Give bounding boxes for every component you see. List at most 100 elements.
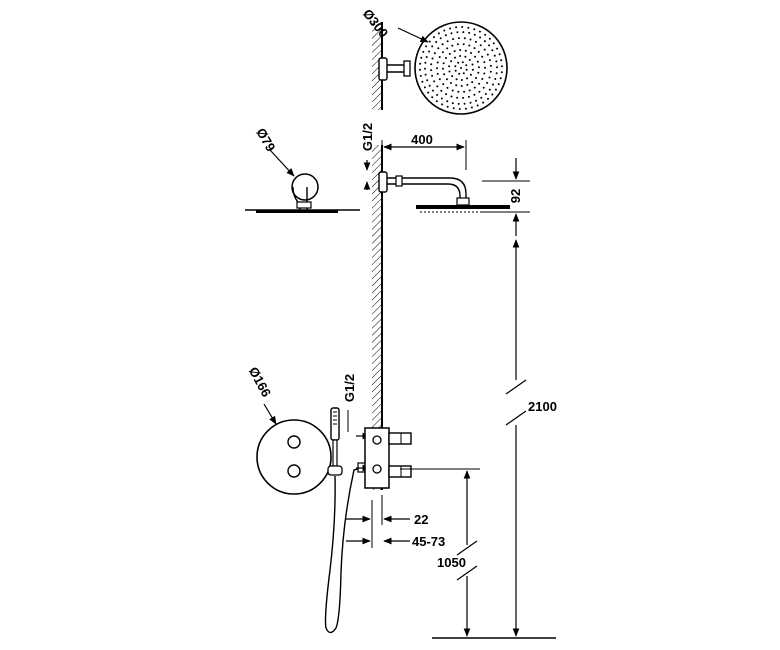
- arm-drop-label: 92: [508, 189, 523, 203]
- nozzle-dot: [435, 41, 438, 43]
- nozzle-dot: [457, 61, 460, 64]
- head-wall-flange: [378, 57, 388, 81]
- nozzle-dot: [459, 55, 462, 57]
- nozzle-dot: [419, 68, 421, 71]
- rain-head-nozzles: [419, 26, 503, 110]
- nozzle-dot: [463, 102, 466, 105]
- nozzle-dot: [455, 84, 458, 87]
- nozzle-dot: [435, 100, 438, 103]
- arm-flange-diameter-label: Ø79: [253, 125, 278, 154]
- nozzle-dot: [456, 96, 459, 99]
- nozzle-dot: [475, 99, 478, 102]
- nozzle-dot: [428, 84, 431, 87]
- nozzle-dot: [441, 43, 444, 46]
- nozzle-dot: [462, 96, 465, 99]
- nozzle-dot: [457, 90, 460, 93]
- nozzle-dot: [431, 74, 434, 77]
- nozzle-dot: [493, 54, 496, 57]
- nozzle-dot: [446, 40, 449, 43]
- nozzle-dot: [474, 40, 477, 43]
- nozzle-dot: [457, 102, 460, 105]
- nozzle-dot: [483, 40, 486, 43]
- nozzle-dot: [440, 97, 443, 100]
- nozzle-dot: [464, 49, 467, 52]
- nozzle-dot: [451, 44, 454, 47]
- recess-depth-label: 45-73: [412, 534, 445, 549]
- valve-thread-label: G1/2: [342, 374, 357, 402]
- nozzle-dot: [459, 49, 462, 51]
- nozzle-dot: [488, 44, 490, 47]
- nozzle-dot: [462, 72, 465, 75]
- nozzle-dot: [473, 33, 476, 36]
- nozzle-dot: [443, 29, 446, 32]
- nozzle-dot: [436, 72, 439, 75]
- nozzle-dot: [445, 93, 448, 96]
- nozzle-dot: [452, 107, 455, 110]
- nozzle-dot: [473, 93, 476, 96]
- nozzle-dot: [461, 61, 464, 64]
- nozzle-dot: [455, 26, 458, 29]
- nozzle-dot: [465, 68, 468, 71]
- nozzle-dot: [478, 30, 481, 33]
- nozzle-dot: [501, 65, 503, 68]
- nozzle-dot: [430, 69, 433, 72]
- arm-flange-view: [245, 173, 360, 213]
- nozzle-dot: [441, 103, 444, 106]
- nozzle-dot: [463, 90, 466, 93]
- nozzle-dot: [439, 37, 442, 40]
- nozzle-dot: [468, 58, 471, 61]
- nozzle-dot: [454, 56, 456, 59]
- nozzle-dot: [492, 83, 494, 86]
- nozzle-dot: [436, 67, 438, 70]
- nozzle-dot: [433, 52, 436, 55]
- nozzle-dot: [449, 27, 452, 30]
- nozzle-dot: [481, 55, 484, 58]
- nozzle-dot: [428, 40, 431, 43]
- head-diameter-label: Ø300: [360, 6, 391, 40]
- nozzle-dot: [450, 60, 453, 63]
- nozzle-dot: [474, 55, 477, 58]
- nozzle-dot: [478, 82, 481, 85]
- nozzle-dot: [466, 83, 469, 86]
- nozzle-dot: [438, 78, 441, 81]
- nozzle-dot: [433, 80, 436, 83]
- nozzle-dot: [425, 56, 428, 58]
- nozzle-dot: [460, 67, 462, 69]
- nozzle-dot: [483, 48, 486, 51]
- nozzle-dot: [464, 55, 467, 58]
- valve-upper-knob: [287, 435, 301, 449]
- nozzle-dot: [424, 67, 426, 70]
- nozzle-dot: [419, 62, 422, 65]
- nozzle-dot: [483, 61, 486, 64]
- nozzle-dot: [460, 79, 463, 81]
- nozzle-dot: [438, 56, 441, 58]
- nozzle-dot: [428, 50, 430, 53]
- arm-flange-leader: [269, 149, 295, 177]
- nozzle-dot: [477, 50, 480, 53]
- nozzle-dot: [433, 36, 435, 39]
- nozzle-dot: [471, 63, 474, 66]
- nozzle-dot: [450, 32, 453, 35]
- nozzle-dot: [450, 95, 453, 98]
- nozzle-dot: [462, 31, 465, 34]
- nozzle-dot: [465, 64, 468, 67]
- nozzle-dot: [500, 59, 503, 62]
- nozzle-dot: [478, 66, 480, 69]
- nozzle-dot: [498, 53, 501, 56]
- nozzle-dot: [494, 88, 497, 91]
- valve-lower-knob: [287, 464, 301, 478]
- nozzle-dot: [442, 83, 445, 86]
- nozzle-dot: [464, 107, 467, 110]
- nozzle-dot: [461, 26, 464, 28]
- nozzle-dot: [452, 38, 455, 41]
- nozzle-dot: [469, 73, 472, 76]
- nozzle-dot: [496, 66, 498, 69]
- nozzle-dot: [495, 60, 498, 63]
- nozzle-dot: [469, 38, 472, 41]
- rain-head-top-view: [378, 21, 508, 115]
- arm-flange-circle: [291, 173, 319, 201]
- nozzle-dot: [468, 44, 471, 47]
- nozzle-dot: [437, 32, 440, 35]
- valve-plate-diameter-label: Ø166: [246, 364, 274, 399]
